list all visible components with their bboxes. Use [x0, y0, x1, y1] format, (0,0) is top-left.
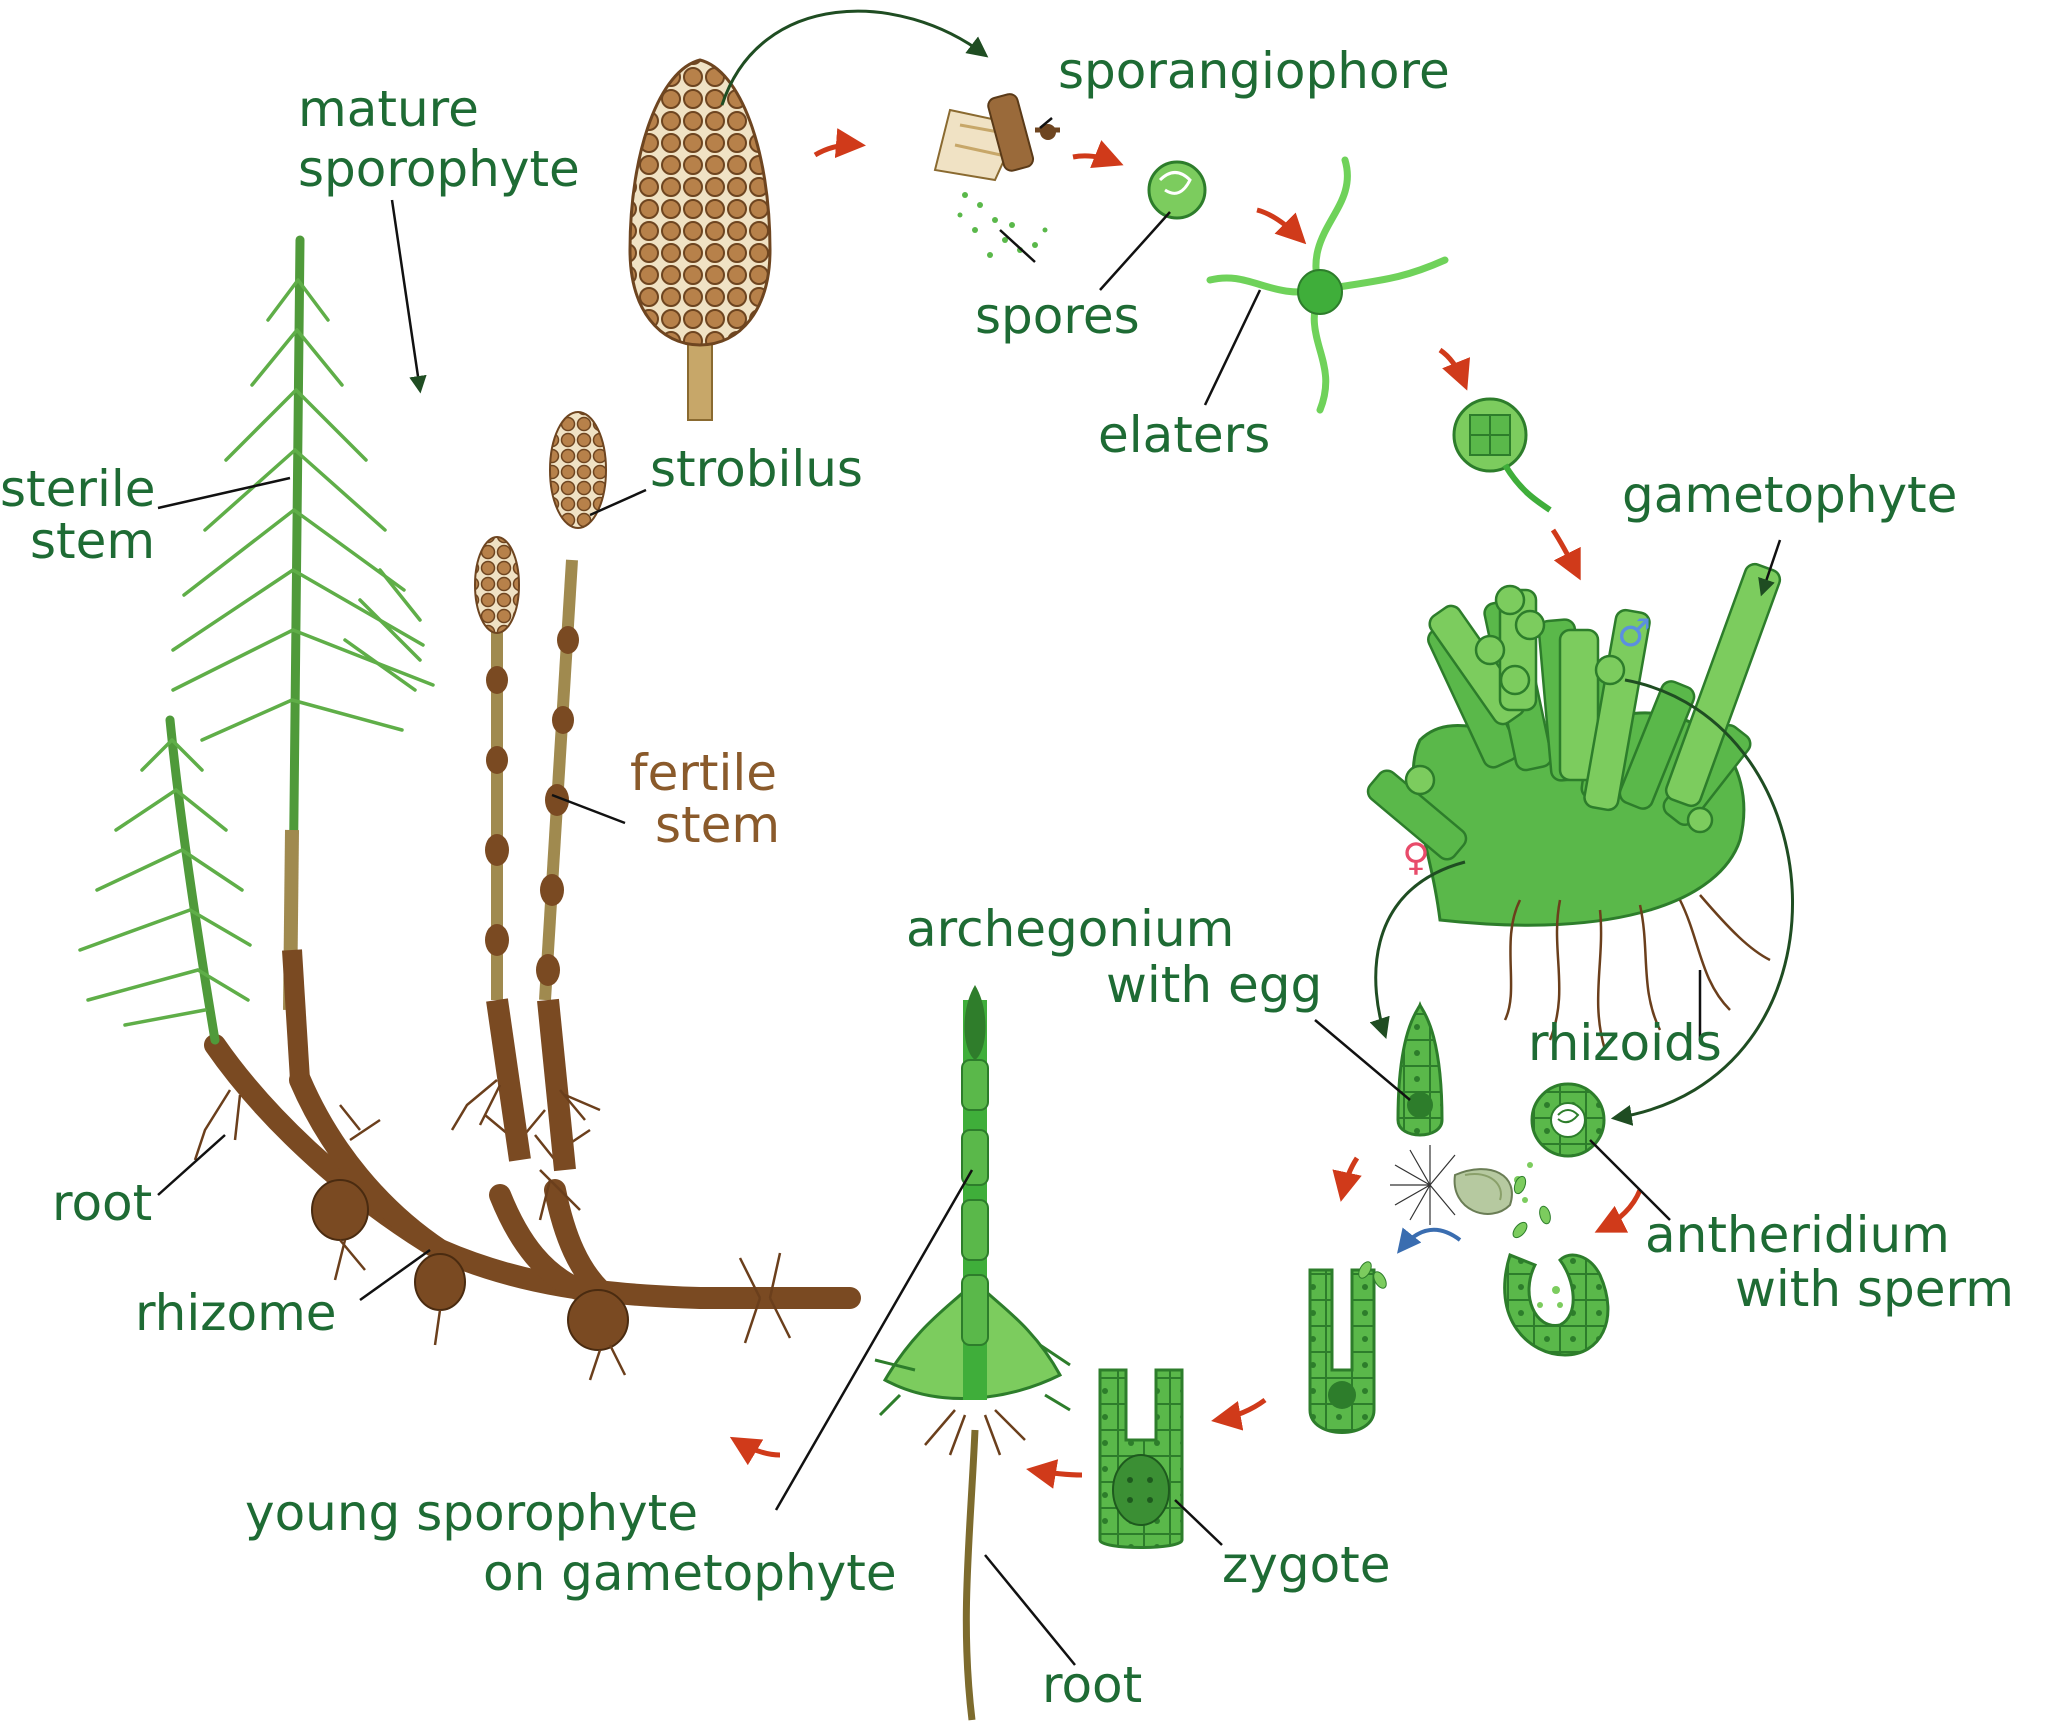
spore-illustration	[1147, 160, 1207, 220]
label-fertile: fertile	[630, 744, 777, 802]
label-sterile-stem: stem	[30, 512, 155, 570]
label-fertile-stem: stem	[655, 796, 780, 854]
gametophyte-illustration	[1366, 562, 1782, 1051]
label-sterile: sterile	[0, 460, 156, 518]
sterile-stem-branches	[171, 278, 435, 742]
label-archegonium: archegonium	[906, 900, 1234, 958]
strobilus-small	[474, 536, 520, 634]
label-rhizome: rhizome	[135, 1284, 337, 1342]
antheridium-illustration	[1530, 1082, 1606, 1158]
male-symbol: ♂	[1617, 611, 1651, 655]
label-elaters: elaters	[1098, 406, 1270, 464]
fertilization-illustration	[1390, 1145, 1533, 1225]
label-root-bottom: root	[1042, 1656, 1142, 1714]
label-sporophyte: sporophyte	[298, 140, 580, 198]
tuber	[311, 1179, 369, 1241]
arrow-sperm-to-archegonium	[1396, 1227, 1462, 1254]
zygote-illustration	[1098, 1368, 1184, 1549]
label-sporangiophore: sporangiophore	[1058, 42, 1450, 100]
label-root-left: root	[52, 1174, 152, 1232]
sporangiophore-illustration	[933, 93, 1060, 182]
label-strobilus: strobilus	[650, 440, 863, 498]
young-sporophyte-illustration	[874, 985, 1071, 1721]
label-zygote: zygote	[1222, 1536, 1391, 1594]
label-on-gametophyte: on gametophyte	[483, 1544, 897, 1602]
fertile-stem	[539, 559, 578, 1001]
antheridium-open-illustration	[1503, 1175, 1610, 1357]
labels: mature sporophyte sterile stem strobilus…	[0, 42, 2014, 1714]
label-gametophyte: gametophyte	[1622, 466, 1957, 524]
mature-sporophyte-illustration	[78, 235, 861, 1381]
female-symbol: ♀	[1402, 835, 1430, 879]
label-antheridium: antheridium	[1645, 1206, 1950, 1264]
archegonium-illustration	[1396, 1000, 1444, 1137]
label-spores: spores	[975, 287, 1140, 345]
strobilus	[549, 411, 607, 529]
arrow-strobilus-to-sporangiophore	[720, 9, 989, 106]
label-mature: mature	[298, 80, 479, 138]
label-with-egg: with egg	[1106, 956, 1322, 1014]
spores-dots	[957, 192, 1048, 258]
arrow-gametophyte-to-archegonium	[1369, 860, 1466, 1039]
stage-arrows	[729, 128, 1643, 1489]
strobilus-large	[628, 58, 772, 421]
label-rhizoids: rhizoids	[1528, 1014, 1722, 1072]
arrow-gametophyte	[1758, 539, 1782, 597]
label-with-sperm: with sperm	[1735, 1260, 2014, 1318]
germinating-spore-illustration	[1452, 397, 1552, 513]
arrow-gametophyte-to-antheridium	[1610, 678, 1794, 1126]
archegonium-open-illustration	[1308, 1261, 1387, 1434]
arrow-mature-sporophyte	[390, 199, 427, 394]
label-young-sporophyte: young sporophyte	[245, 1484, 698, 1542]
leader-lines	[157, 117, 1702, 1666]
